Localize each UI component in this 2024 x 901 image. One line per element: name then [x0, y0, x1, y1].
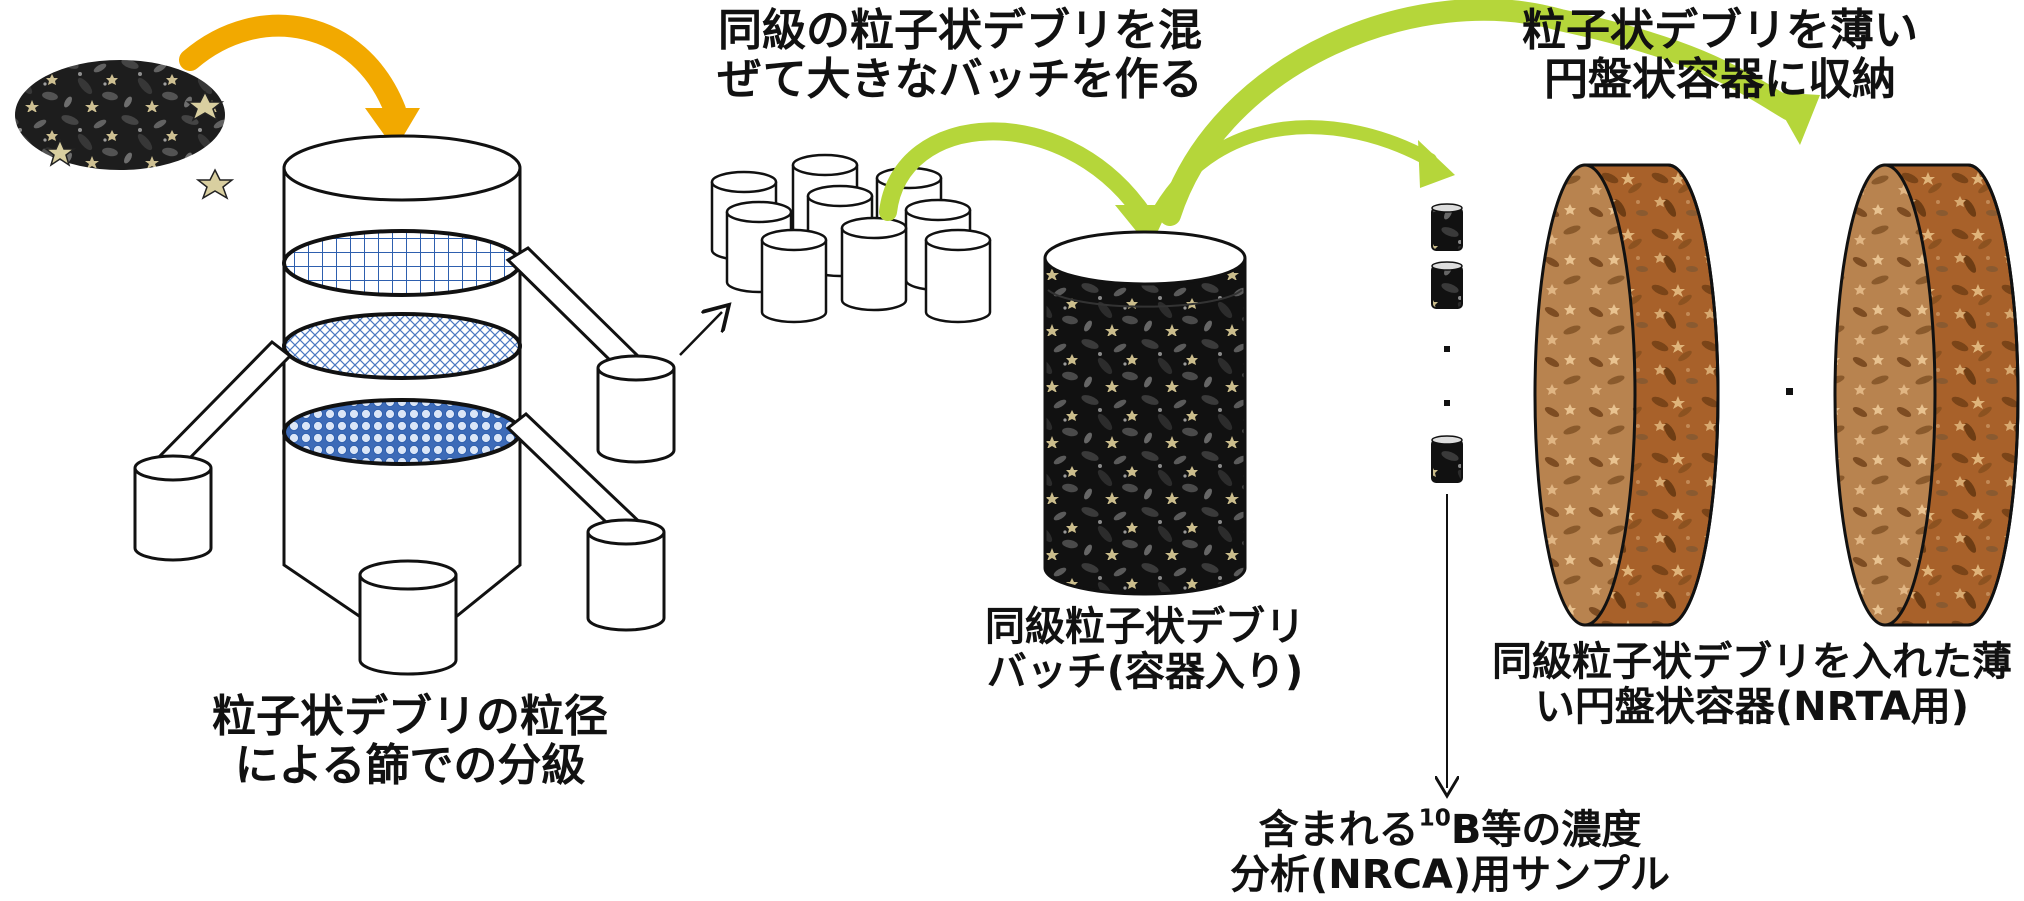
- disk-caption-line2: い円盤状容器(NRTA用): [1534, 683, 1970, 730]
- sample-caption-post: B等の濃度: [1450, 807, 1642, 853]
- thin-disk-container-1: [1533, 163, 1720, 627]
- batch-container: [1043, 230, 1247, 596]
- mix-caption: 同級の粒子状デブリを混 ぜて大きなバッチを作る: [690, 6, 1230, 105]
- sample-vials: [1431, 203, 1463, 483]
- sample-caption-isotope: 10: [1418, 804, 1451, 832]
- green-arrowhead-batch: [1115, 205, 1170, 248]
- mix-caption-line2: ぜて大きなバッチを作る: [717, 54, 1203, 106]
- collection-cups: [133, 354, 676, 632]
- disk-caption: 同級粒子状デブリを入れた薄 い円盤状容器(NRTA用): [1480, 640, 2024, 730]
- green-arrows: [879, 0, 1801, 226]
- disk-store-caption-line2: 円盤状容器に収納: [1544, 54, 1896, 106]
- thin-disk-container-2: [1833, 163, 2020, 627]
- cup-cluster: [710, 153, 992, 324]
- batch-caption-line1: 同級粒子状デブリ: [985, 604, 1305, 650]
- batch-caption: 同級粒子状デブリ バッチ(容器入り): [985, 605, 1305, 695]
- green-arrowhead-sample: [1418, 140, 1455, 188]
- sample-caption-line1: 含まれる10B等の濃度: [1180, 804, 1720, 853]
- sieve-caption: 粒子状デブリの粒径 による篩での分級: [180, 692, 640, 791]
- sieve-caption-line2: による篩での分級: [234, 740, 586, 792]
- sieve-caption-line1: 粒子状デブリの粒径: [212, 691, 608, 742]
- disk-store-caption-line1: 粒子状デブリを薄い: [1522, 5, 1918, 56]
- sieve-column: [282, 134, 522, 676]
- disk-ellipsis-dot: [1786, 388, 1793, 395]
- batch-caption-line2: バッチ(容器入り): [986, 648, 1304, 695]
- sample-caption: 含まれる10B等の濃度 分析(NRCA)用サンプル: [1180, 804, 1720, 898]
- sample-caption-line2: 分析(NRCA)用サンプル: [1230, 851, 1670, 898]
- disk-caption-line1: 同級粒子状デブリを入れた薄: [1492, 639, 2012, 685]
- disk-store-caption: 粒子状デブリを薄い 円盤状容器に収納: [1480, 6, 1960, 105]
- sample-caption-pre: 含まれる: [1258, 807, 1419, 853]
- raw-debris-pile: [15, 60, 235, 200]
- green-arrowhead-disk: [1770, 92, 1820, 145]
- mix-caption-line1: 同級の粒子状デブリを混: [718, 5, 1202, 56]
- orange-arrow: [179, 14, 406, 121]
